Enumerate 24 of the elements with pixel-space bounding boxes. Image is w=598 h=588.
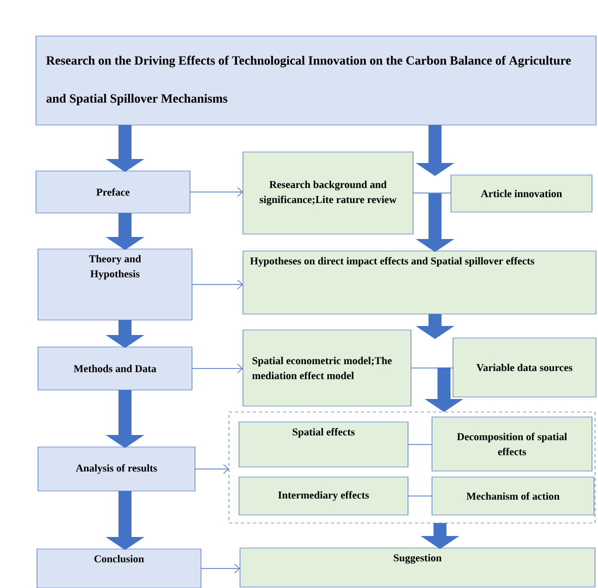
content-box: Intermediary effects [238,476,408,516]
content-box: Suggestion [240,548,596,588]
connector-line [412,192,452,194]
arrow [192,364,243,374]
arrow [192,280,243,290]
content-box: Research background and significance;Lite rature review [242,152,414,234]
content-box: Variable data sources [452,338,596,398]
content-box: Decomposition of spatial effects [432,416,592,472]
arrow [190,187,243,197]
content-box: Spatial effects [238,422,408,468]
arrow [194,464,229,474]
arrow [200,564,240,574]
title-box: Research on the Driving Effects of Technological Innovation on the Carbon Balance of Agriculture and Spatial Spillover Mechanisms [36,36,596,126]
stage-box: Preface [36,170,190,214]
content-box: Mechanism of action [432,476,594,516]
connector-line [408,444,432,445]
content-box: Article innovation [450,174,592,212]
stage-box: Analysis of results [38,446,196,492]
content-box: Spatial econometric model;The mediation effect model [242,330,412,406]
content-box: Hypotheses on direct impact effects and Spatial spillover effects [242,250,596,314]
dashed-group-box [228,412,596,524]
stage-box: Theory and Hypothesis [38,248,192,320]
stage-box: Conclusion [36,548,202,588]
stage-box: Methods and Data [38,346,192,390]
